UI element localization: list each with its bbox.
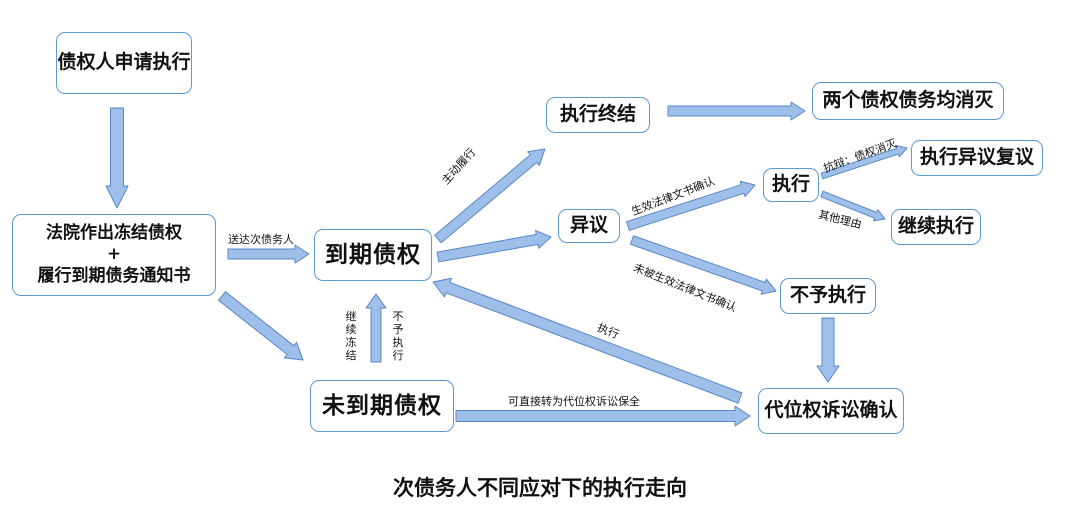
label-preservation: 可直接转为代位权诉讼保全 xyxy=(508,395,640,408)
arrow-not-due-to-due xyxy=(365,293,387,363)
arrow-execute-to-continue xyxy=(820,190,886,222)
arrow-due-to-objection xyxy=(436,230,552,263)
node-continue-exec: 继续执行 xyxy=(891,209,981,245)
arrow-objection-to-no-exec xyxy=(630,235,777,295)
arrow-objection-to-execute xyxy=(626,180,756,231)
node-subrogation: 代位权诉讼确认 xyxy=(758,388,904,434)
node-freeze: 法院作出冻结债权 + 履行到期债务通知书 xyxy=(12,214,216,296)
arrow-apply-to-freeze xyxy=(105,107,129,209)
arrow-subrogation-to-due xyxy=(432,277,743,404)
node-both-extinct: 两个债权债务均消灭 xyxy=(812,82,1004,120)
node-review: 执行异议复议 xyxy=(911,140,1043,176)
node-no-exec: 不予执行 xyxy=(780,278,876,314)
diagram-caption: 次债务人不同应对下的执行走向 xyxy=(393,475,687,500)
node-terminate: 执行终结 xyxy=(546,97,650,133)
node-apply: 债权人申请执行 xyxy=(56,32,192,94)
arrow-freeze-to-not-due xyxy=(218,291,304,361)
node-due: 到期债权 xyxy=(314,229,432,281)
arrow-no-exec-to-subrogation xyxy=(816,317,840,383)
arrow-due-to-terminate xyxy=(434,148,546,244)
node-execute: 执行 xyxy=(763,168,819,202)
label-keep-frozen: 继续冻结 xyxy=(345,310,357,362)
arrow-freeze-to-due xyxy=(227,244,310,264)
node-freeze-line2: 履行到期债务通知书 xyxy=(37,265,191,286)
arrow-not-due-to-subrogation xyxy=(455,405,751,427)
node-freeze-plus: + xyxy=(106,244,122,265)
node-freeze-line1: 法院作出冻结债权 xyxy=(46,223,182,244)
label-serve-debtor: 送达次债务人 xyxy=(228,233,294,246)
label-no-execution: 不予执行 xyxy=(392,310,404,362)
arrow-terminate-to-extinct xyxy=(667,101,806,121)
arrow-group xyxy=(105,101,908,427)
arrow-execute-to-review xyxy=(820,144,908,180)
node-objection: 异议 xyxy=(558,209,620,243)
node-not-due: 未到期债权 xyxy=(310,380,454,432)
